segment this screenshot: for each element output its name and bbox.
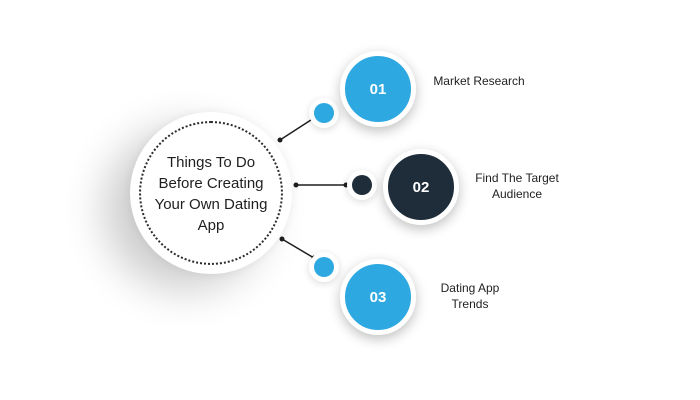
- center-dotted-ring: [139, 121, 283, 265]
- step-02-dot: [352, 175, 372, 195]
- step-01-badge: 01: [340, 51, 416, 127]
- step-02-badge: 02: [383, 149, 459, 225]
- connector-end-02b: [343, 182, 349, 188]
- connector-end-02: [293, 182, 299, 188]
- center-circle: Things To Do Before Creating Your Own Da…: [130, 112, 292, 274]
- connector-end-01: [277, 137, 283, 143]
- connector-end-03: [279, 236, 285, 242]
- connector-line-01: [279, 117, 315, 141]
- step-02-label: Find The Target Audience: [475, 171, 559, 201]
- step-01-label: Market Research: [433, 74, 525, 88]
- step-03-badge: 03: [340, 259, 416, 335]
- step-01-dot: [314, 103, 334, 123]
- connector-end-03b: [311, 255, 317, 261]
- step-03-dot: [314, 257, 334, 277]
- connector-line-03: [281, 238, 315, 259]
- center-title: Things To Do Before Creating Your Own Da…: [154, 154, 268, 234]
- step-03-label: Dating App Trends: [440, 281, 500, 311]
